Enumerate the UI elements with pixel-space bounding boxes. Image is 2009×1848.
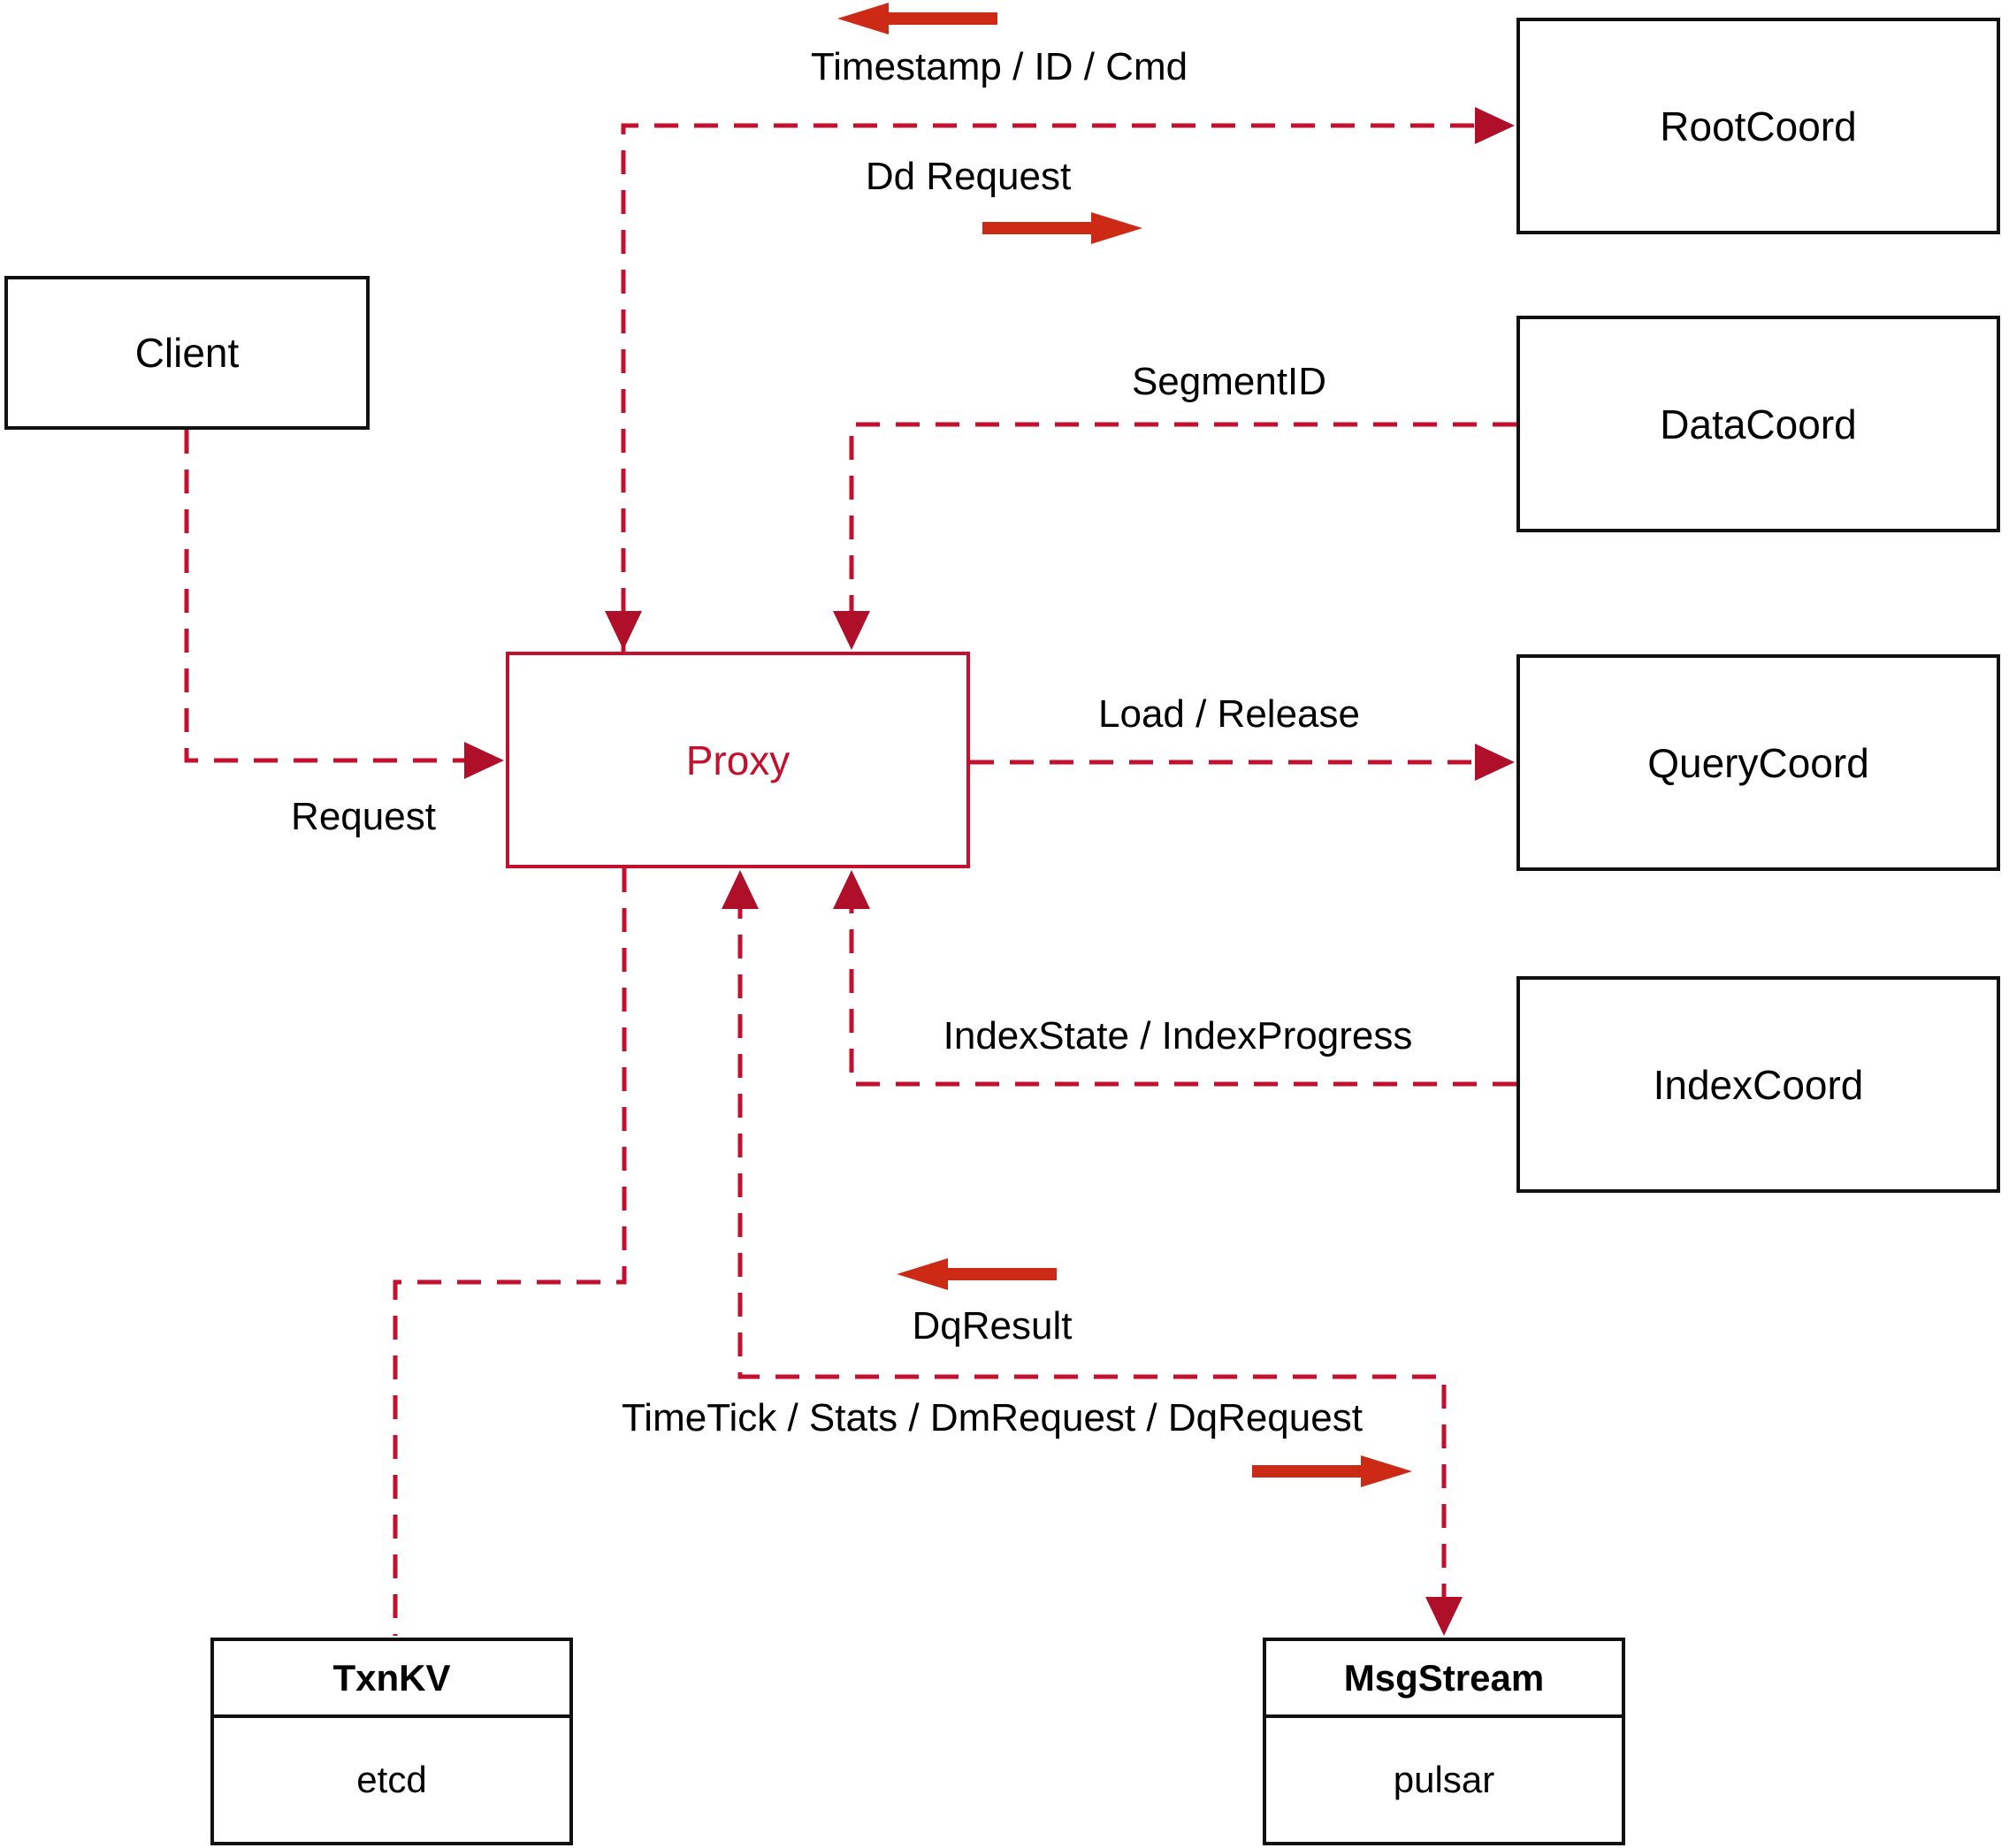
edge-proxy-rootcoord <box>605 107 1515 652</box>
left-arrow-timestamp-icon <box>837 3 997 34</box>
arrowhead-into-proxy-top-right-icon <box>833 611 870 650</box>
node-msgstream-subtitle: pulsar <box>1393 1759 1495 1800</box>
node-indexcoord-label: IndexCoord <box>1653 1061 1864 1108</box>
label-dd-request: Dd Request <box>865 155 1072 198</box>
node-client-label: Client <box>134 330 240 376</box>
node-client: Client <box>4 276 370 430</box>
label-dq-result: DqResult <box>912 1304 1073 1348</box>
node-proxy-label: Proxy <box>685 737 791 783</box>
label-time-tick: TimeTick / Stats / DmRequest / DqRequest <box>622 1396 1363 1439</box>
arrowhead-into-proxy-bottom-left-icon <box>722 870 759 909</box>
node-querycoord-label: QueryCoord <box>1647 739 1869 786</box>
arrowhead-into-querycoord-icon <box>1475 744 1515 781</box>
edge-proxy-to-querycoord <box>970 744 1515 781</box>
left-arrow-dqresult-icon <box>897 1258 1057 1290</box>
node-txnkv: TxnKV etcd <box>210 1638 573 1845</box>
node-rootcoord: RootCoord <box>1516 18 2000 234</box>
edge-client-to-proxy <box>184 430 504 779</box>
label-load-release: Load / Release <box>1098 692 1360 736</box>
label-timestamp-id-cmd: Timestamp / ID / Cmd <box>810 45 1188 88</box>
right-arrow-timetick-icon <box>1252 1455 1412 1487</box>
edge-proxy-msgstream-line <box>737 895 1447 1611</box>
arrowhead-into-rootcoord-icon <box>1475 107 1515 144</box>
arrowhead-into-proxy-bottom-right-icon <box>833 870 870 909</box>
node-txnkv-subtitle: etcd <box>356 1759 427 1800</box>
edge-client-to-proxy-line <box>184 430 477 763</box>
arrowhead-into-proxy-top-left-icon <box>605 611 642 650</box>
edge-datacoord-to-proxy-line <box>849 422 1516 626</box>
direction-arrows <box>837 3 1412 1487</box>
edge-datacoord-to-proxy <box>833 422 1516 650</box>
edge-indexcoord-to-proxy <box>833 870 1516 1087</box>
node-proxy: Proxy <box>506 652 970 868</box>
node-msgstream-title: MsgStream <box>1266 1641 1622 1718</box>
arrowhead-into-msgstream-icon <box>1425 1597 1463 1636</box>
arrowhead-into-proxy-left-icon <box>464 742 504 779</box>
node-indexcoord: IndexCoord <box>1516 976 2000 1193</box>
right-arrow-dd-request-icon <box>982 212 1142 244</box>
node-msgstream: MsgStream pulsar <box>1263 1638 1625 1845</box>
edge-proxy-rootcoord-line <box>621 123 1490 652</box>
node-rootcoord-label: RootCoord <box>1660 103 1857 149</box>
edge-proxy-msgstream <box>722 870 1463 1636</box>
node-datacoord: DataCoord <box>1516 316 2000 532</box>
edge-proxy-to-txnkv <box>393 868 627 1636</box>
node-querycoord: QueryCoord <box>1516 654 2000 871</box>
node-datacoord-label: DataCoord <box>1660 401 1857 447</box>
label-segment-id: SegmentID <box>1131 360 1327 403</box>
label-index-state: IndexState / IndexProgress <box>943 1014 1413 1058</box>
label-request: Request <box>291 795 436 838</box>
edge-indexcoord-to-proxy-line <box>849 895 1516 1087</box>
edge-proxy-to-txnkv-line <box>393 868 627 1636</box>
node-txnkv-title: TxnKV <box>214 1641 569 1718</box>
